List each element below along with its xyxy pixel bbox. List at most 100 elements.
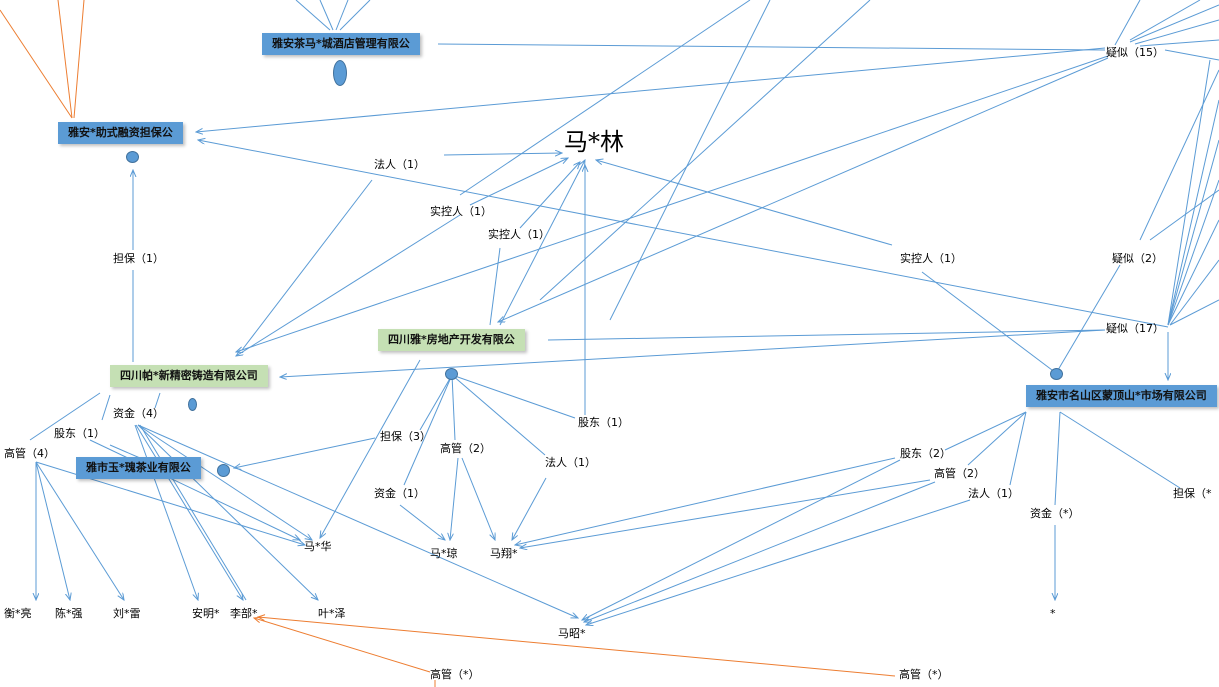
company-node[interactable]: 四川雅*房地产开发有限公 bbox=[378, 329, 525, 351]
relation-label: 资金（4） bbox=[113, 407, 164, 420]
edge bbox=[137, 424, 318, 600]
edge bbox=[596, 160, 893, 246]
relation-label: 疑似（2） bbox=[1112, 252, 1163, 265]
company-node[interactable]: 雅安茶马*城酒店管理有限公 bbox=[262, 33, 420, 55]
edge bbox=[241, 179, 373, 351]
edge bbox=[519, 162, 580, 229]
edge bbox=[461, 457, 495, 540]
relation-label: 实控人（1） bbox=[488, 228, 550, 241]
edge bbox=[258, 617, 896, 677]
person-node[interactable]: 安明* bbox=[192, 607, 220, 620]
company-node[interactable]: 雅安市名山区蒙顶山*市场有限公司 bbox=[1026, 385, 1217, 407]
edge bbox=[280, 329, 1106, 377]
edge bbox=[154, 392, 161, 409]
edge bbox=[1167, 59, 1211, 326]
edge bbox=[520, 479, 931, 548]
person-node[interactable]: 衡*亮 bbox=[4, 607, 32, 620]
edge bbox=[236, 55, 1109, 352]
edge bbox=[451, 374, 576, 419]
node-dot bbox=[445, 368, 458, 380]
edge bbox=[921, 271, 1053, 371]
edge bbox=[137, 424, 312, 540]
relation-label: 资金（*） bbox=[1030, 507, 1080, 520]
relation-label: 高管（2） bbox=[934, 467, 985, 480]
edge bbox=[1149, 189, 1219, 241]
edge bbox=[1167, 179, 1219, 326]
relation-label: 疑似（15） bbox=[1106, 46, 1164, 59]
relation-label: 担保（3） bbox=[380, 430, 431, 443]
person-node[interactable]: 叶*泽 bbox=[318, 607, 346, 620]
edge bbox=[489, 247, 501, 326]
edge bbox=[1169, 259, 1219, 326]
edge bbox=[1114, 0, 1141, 46]
person-node[interactable]: 马昭* bbox=[558, 627, 586, 640]
edge bbox=[134, 424, 198, 600]
relation-label: 高管（*） bbox=[430, 668, 480, 681]
relation-label: 股东（1） bbox=[54, 427, 105, 440]
edge bbox=[1167, 139, 1219, 326]
edge bbox=[399, 504, 445, 540]
relation-label: 实控人（1） bbox=[430, 205, 492, 218]
edge bbox=[198, 140, 1169, 328]
edge bbox=[1129, 4, 1219, 43]
node-dot bbox=[126, 151, 139, 163]
edge bbox=[35, 461, 124, 600]
node-dot bbox=[1050, 368, 1063, 380]
edge bbox=[135, 424, 243, 600]
person-node[interactable]: 马*琼 bbox=[430, 547, 458, 560]
edge bbox=[29, 392, 101, 441]
edge bbox=[1129, 0, 1201, 41]
edge bbox=[451, 374, 546, 456]
edge bbox=[1009, 411, 1027, 486]
edge bbox=[450, 457, 459, 540]
person-node[interactable]: * bbox=[1050, 607, 1056, 620]
relation-label: 实控人（1） bbox=[900, 252, 962, 265]
edge bbox=[1164, 49, 1219, 61]
edge bbox=[0, 9, 73, 119]
person-node[interactable]: 刘*雷 bbox=[113, 607, 141, 620]
edge bbox=[582, 459, 901, 620]
person-node[interactable]: 马翔* bbox=[490, 547, 518, 560]
edge bbox=[443, 153, 562, 155]
relation-label: 法人（1） bbox=[374, 158, 425, 171]
relation-label: 担保（1） bbox=[113, 252, 164, 265]
edge bbox=[254, 618, 431, 673]
edge bbox=[1054, 411, 1061, 506]
edge bbox=[459, 0, 751, 196]
person-node[interactable]: 马*华 bbox=[304, 540, 332, 553]
edge bbox=[451, 374, 456, 441]
central-person-node[interactable]: 马*林 bbox=[564, 128, 624, 156]
company-node[interactable]: 雅安*助式融资担保公 bbox=[58, 122, 183, 144]
edge bbox=[1134, 19, 1219, 45]
edge bbox=[234, 437, 376, 468]
company-node[interactable]: 四川帕*新精密铸造有限公司 bbox=[110, 365, 268, 387]
edge bbox=[403, 374, 453, 486]
edge bbox=[499, 160, 585, 326]
edge bbox=[586, 499, 971, 625]
edge bbox=[139, 424, 247, 601]
relation-label: 担保（* bbox=[1173, 487, 1212, 500]
person-node[interactable]: 李部* bbox=[230, 607, 258, 620]
edge bbox=[437, 43, 1106, 51]
edge bbox=[335, 0, 349, 31]
relation-label: 高管（*） bbox=[899, 668, 949, 681]
edge bbox=[419, 374, 453, 431]
edge bbox=[584, 481, 936, 622]
node-dot bbox=[217, 464, 230, 477]
edge bbox=[89, 439, 300, 540]
edge bbox=[1167, 219, 1219, 326]
company-node[interactable]: 雅市玉*瑰茶业有限公 bbox=[76, 457, 201, 479]
person-node[interactable]: 陈*强 bbox=[55, 607, 83, 620]
edge bbox=[339, 0, 371, 31]
node-dot bbox=[333, 60, 347, 86]
edge bbox=[1059, 411, 1181, 489]
edge bbox=[35, 461, 70, 600]
edge bbox=[1169, 299, 1219, 326]
edge bbox=[512, 477, 547, 540]
node-dot bbox=[188, 398, 197, 411]
edge bbox=[609, 0, 771, 321]
edge bbox=[1167, 99, 1219, 326]
edge bbox=[547, 329, 1106, 341]
edge bbox=[137, 424, 578, 618]
